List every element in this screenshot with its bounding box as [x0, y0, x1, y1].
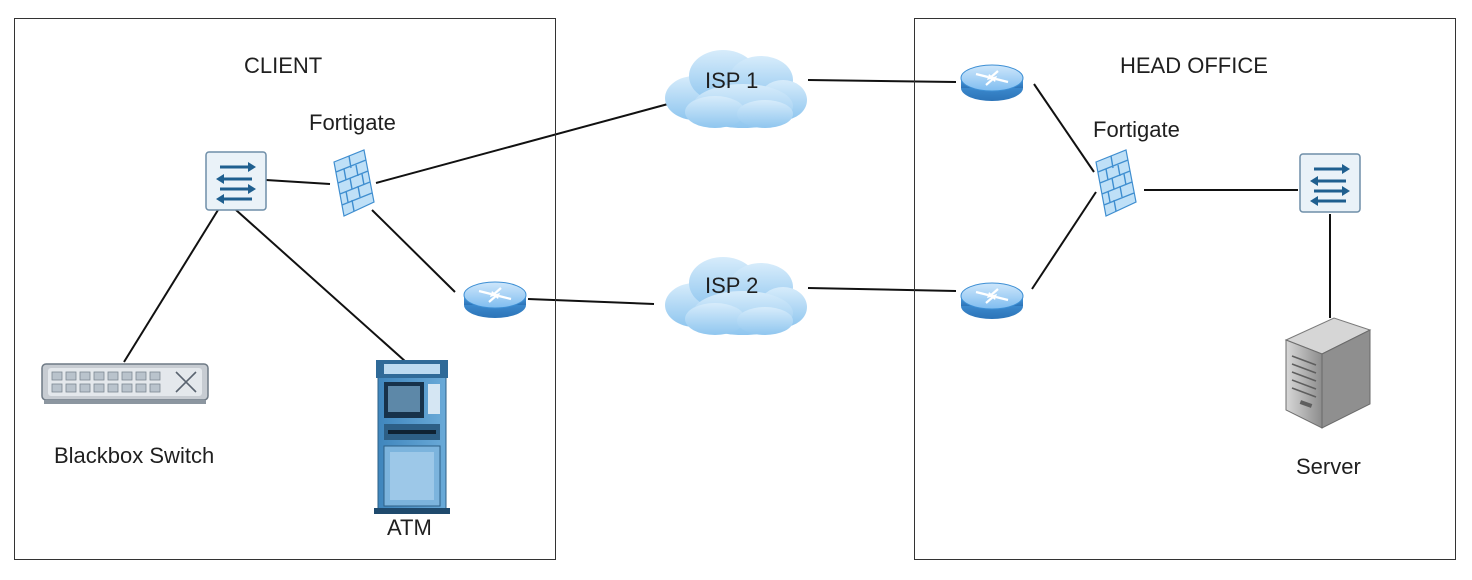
isp2-label: ISP 2 [705, 273, 759, 298]
link-hrouter2-hfirewall [1031, 191, 1097, 290]
link-firewall-router [371, 209, 456, 293]
server-icon [1284, 317, 1372, 429]
client-zone-box [14, 18, 556, 560]
blackbox-switch-label: Blackbox Switch [54, 443, 215, 468]
blackbox-switch-icon [41, 363, 209, 404]
link-switch-atm [235, 209, 407, 363]
atm-label: ATM [387, 515, 432, 540]
server-label: Server [1296, 454, 1361, 479]
link-isp2-hrouter [807, 287, 957, 292]
link-switch-blackbox [123, 209, 219, 363]
atm-icon [374, 360, 450, 514]
head-firewall-label: Fortigate [1093, 117, 1180, 142]
link-switch-firewall [265, 179, 331, 185]
link-router-isp2 [527, 298, 655, 305]
link-hrouter1-hfirewall [1033, 83, 1095, 173]
link-firewall-isp1 [375, 103, 669, 184]
head-office-zone-box [914, 18, 1456, 560]
isp1-label: ISP 1 [705, 68, 759, 93]
client-firewall-label: Fortigate [309, 110, 396, 135]
link-isp1-hrouter [807, 79, 957, 83]
client-title: CLIENT [244, 53, 323, 78]
head-office-title: HEAD OFFICE [1120, 53, 1268, 78]
